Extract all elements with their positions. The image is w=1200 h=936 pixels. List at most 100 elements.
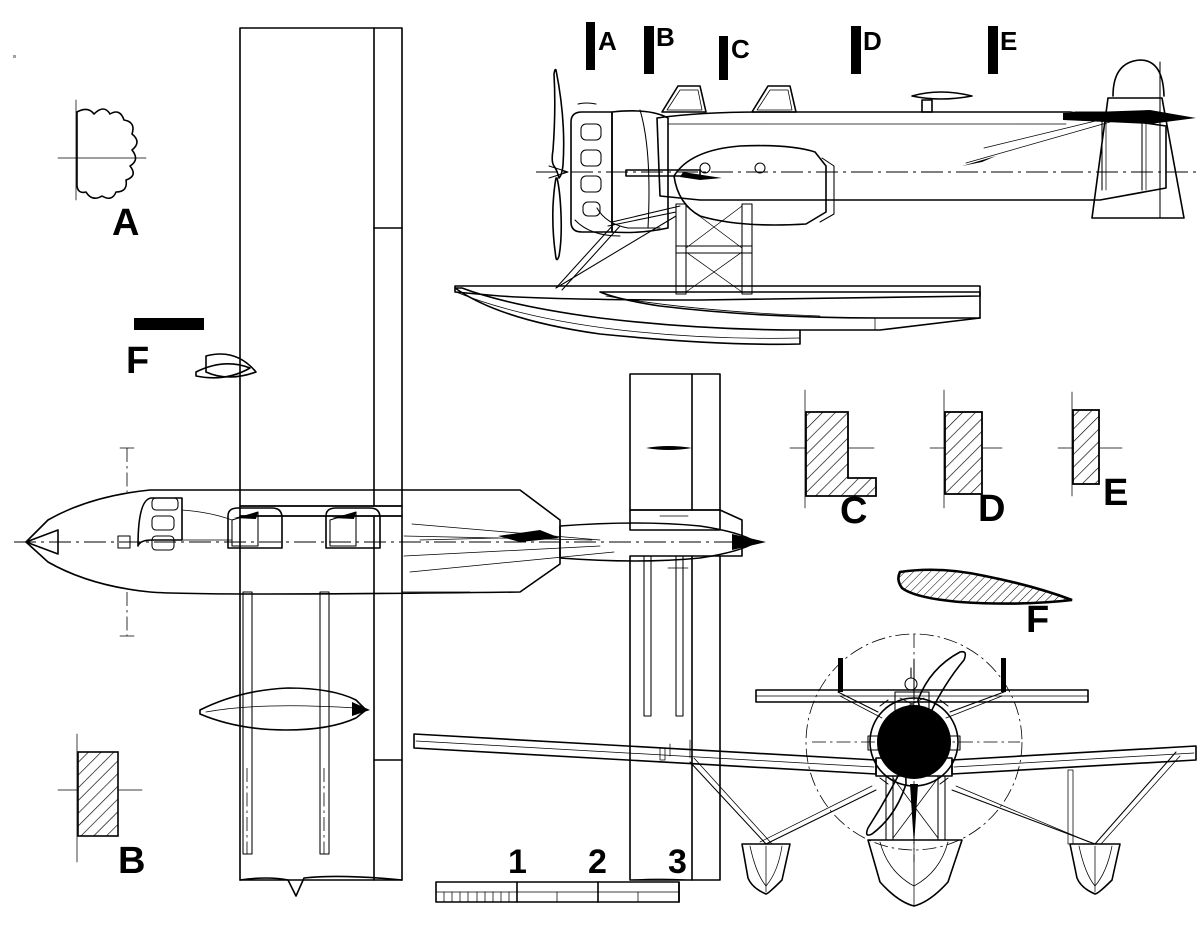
- section-d: D: [929, 389, 1005, 530]
- tail-panel-plan-mid: [629, 509, 721, 531]
- upper-wing-side-profile: [656, 111, 1167, 201]
- cowl-bump-right: [949, 735, 961, 751]
- intake-grille: [899, 697, 925, 711]
- tail-bracing-wire-upper: [983, 116, 1113, 149]
- float-right-vertical-strut: [1067, 769, 1074, 845]
- cowl-cylinder-bump-1: [580, 123, 602, 141]
- section-marker-b: [644, 26, 654, 74]
- float-near-chine: [455, 291, 801, 339]
- section-f-marker: F: [126, 318, 257, 382]
- plan-view: [14, 27, 766, 897]
- fuselage-plan-outline: [25, 489, 561, 595]
- section-marker-label-a: A: [598, 26, 617, 56]
- section-f-airfoil-profile: [897, 568, 1073, 605]
- tail-strut-plan-front: [643, 555, 652, 717]
- fuselage-port-hole-rear: [754, 162, 766, 174]
- dorsal-mast: [921, 99, 933, 113]
- tail-panel-tip-fairing: [719, 509, 743, 557]
- propeller-hub-side: [548, 165, 569, 179]
- section-e-profile: [1072, 409, 1100, 485]
- engine-cowl-plan: [137, 497, 183, 547]
- float-far-chine: [605, 295, 821, 317]
- float-plan-outline: [199, 687, 367, 731]
- float-left-strut-inner-edge: [759, 785, 873, 843]
- section-d-profile: [944, 411, 983, 495]
- scale-label-1: 1: [508, 843, 527, 881]
- float-right-strut-inner: [951, 789, 1096, 845]
- propeller-hub-front: [906, 734, 922, 750]
- windscreen-rear-side: [751, 85, 797, 113]
- scale-label-3: 3: [668, 843, 687, 881]
- pylon-forward-stay-lower: [607, 211, 677, 227]
- cowl-plan-bump-3: [151, 535, 175, 551]
- propeller-blade-front-lower: [865, 768, 907, 836]
- cabane-diagonal-left-1: [837, 691, 879, 713]
- forward-float-strut-b: [561, 225, 621, 291]
- section-e-label: E: [1103, 472, 1128, 514]
- section-b: B: [57, 733, 145, 882]
- forward-float-strut-c: [555, 215, 677, 289]
- fuselage-nose-plan: [25, 529, 59, 555]
- float-left-strut-inner: [765, 789, 877, 845]
- tail-bracing-wire-lower: [965, 121, 1111, 164]
- float-pylon-structure: [555, 203, 753, 295]
- tailplane-wire-upper-1: [411, 523, 601, 541]
- cowl-ring-gussets: [879, 699, 949, 785]
- outboard-float-right-front: [1069, 843, 1121, 895]
- wing-break-line: [239, 875, 403, 897]
- section-marker-label-b: B: [656, 22, 675, 52]
- section-marker-e: [988, 26, 998, 74]
- section-marker-label-d: D: [863, 26, 882, 56]
- stabilizer-plan-tip: [732, 534, 766, 550]
- float-strut-plan-rear: [319, 591, 330, 855]
- float-near-keel: [454, 287, 801, 346]
- scale-bar-subdivisions: [443, 891, 510, 903]
- float-right-strut-inner-edge: [955, 785, 1090, 843]
- float-near-step: [799, 317, 981, 331]
- centre-pylon-left: [885, 775, 894, 841]
- pylon-cross-brace: [675, 245, 753, 254]
- cowl-lower-lip: [574, 219, 621, 237]
- float-left-strut-outer-edge: [693, 757, 773, 845]
- float-right-strut-outer: [1094, 751, 1177, 845]
- engine-front-dark: [877, 705, 951, 779]
- section-b-profile: [77, 751, 119, 837]
- section-a-label: A: [112, 202, 139, 244]
- section-marker-label-c: C: [731, 34, 750, 64]
- cowl-panel-line: [639, 109, 650, 229]
- windscreen-front-side: [661, 85, 707, 113]
- vertical-fin-side: [1091, 97, 1185, 219]
- tailplane-wire-lower-1: [403, 545, 601, 557]
- section-marker-row: [586, 22, 998, 80]
- cabane-diagonal-right-2: [945, 695, 1003, 719]
- cowl-plan-bump-1: [151, 497, 179, 511]
- section-f-airfoil-label: F: [1026, 599, 1049, 641]
- lower-wing-centre-section: [875, 757, 953, 777]
- centre-pylon-x-2: [892, 777, 939, 839]
- section-c-label: C: [840, 490, 867, 532]
- section-marker-label-e: E: [1000, 26, 1017, 56]
- pylon-forward-stay-upper: [611, 205, 681, 223]
- float-left-vertical-strut: [659, 747, 666, 761]
- section-c-profile: [805, 411, 877, 497]
- stabilizer-plan-leading-line: [419, 537, 499, 541]
- pod-tail-cone: [819, 157, 835, 223]
- tail-panel-break-line: [629, 878, 721, 881]
- propeller-blade-side: [551, 68, 565, 179]
- front-elevation-view: [413, 633, 1197, 907]
- cowl-cylinder-bump-2: [580, 149, 602, 167]
- section-marker-letters: A B C D E: [598, 22, 1017, 64]
- scale-label-2: 2: [588, 843, 607, 881]
- centre-pylon-right: [937, 775, 946, 841]
- lower-wing-front-right-midline: [953, 752, 1195, 768]
- scale-bar-group: 1 2 3: [435, 843, 687, 903]
- fuselage-nose-fairing: [611, 110, 669, 234]
- section-a: A: [57, 99, 147, 244]
- float-strut-plan-front: [242, 591, 253, 855]
- propeller-blade-front-upper: [917, 650, 967, 717]
- wing-tip-rake-line: [1069, 111, 1167, 127]
- section-f-label: F: [126, 340, 149, 382]
- section-b-label: B: [118, 840, 145, 882]
